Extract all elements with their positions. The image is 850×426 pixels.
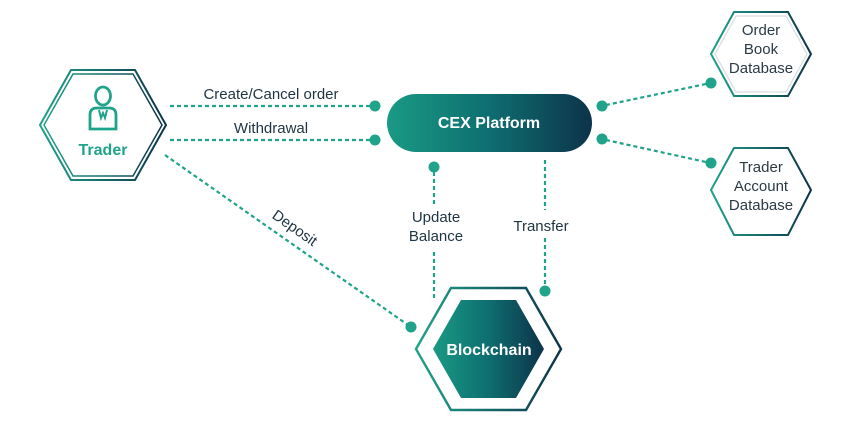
edge-withdrawal bbox=[170, 134, 381, 146]
trader-node[interactable]: Trader bbox=[38, 69, 168, 181]
withdrawal-label: Withdrawal bbox=[234, 120, 308, 137]
connector-dot bbox=[596, 100, 608, 112]
transfer-label: Transfer bbox=[513, 218, 568, 235]
cex-platform-node[interactable]: CEX Platform bbox=[387, 94, 592, 152]
connector-dot bbox=[705, 157, 717, 169]
trader-label: Trader bbox=[79, 142, 128, 159]
connector-dot bbox=[705, 77, 717, 89]
update-balance-label-line2: Balance bbox=[409, 228, 463, 245]
deposit-label: Deposit bbox=[269, 207, 321, 251]
order-book-database-node[interactable]: Order Book Database bbox=[709, 11, 813, 97]
trader-account-line2: Account bbox=[734, 178, 789, 195]
connector-dot bbox=[369, 100, 381, 112]
blockchain-label: Blockchain bbox=[446, 342, 531, 359]
order-book-line3: Database bbox=[729, 60, 793, 77]
trader-account-database-node[interactable]: Trader Account Database bbox=[709, 147, 813, 236]
edge-update-balance bbox=[428, 161, 440, 298]
order-book-line2: Book bbox=[744, 41, 779, 58]
connector-dot bbox=[596, 133, 608, 145]
person-icon bbox=[88, 85, 118, 131]
edge-trader-account bbox=[596, 133, 717, 169]
create-cancel-label: Create/Cancel order bbox=[203, 86, 338, 103]
trader-account-line3: Database bbox=[729, 197, 793, 214]
cex-platform-label: CEX Platform bbox=[438, 115, 540, 132]
edge-order-book bbox=[596, 77, 717, 112]
connector-dot bbox=[539, 285, 551, 297]
blockchain-node[interactable]: Blockchain bbox=[414, 286, 563, 412]
connector-dot bbox=[428, 161, 440, 173]
edge-transfer bbox=[539, 160, 551, 297]
update-balance-label-line1: Update bbox=[412, 209, 460, 226]
edge-deposit bbox=[164, 154, 417, 333]
connector-dot bbox=[405, 321, 417, 333]
connector-dot bbox=[369, 134, 381, 146]
order-book-line1: Order bbox=[742, 22, 780, 39]
edge-create-cancel bbox=[170, 100, 381, 112]
trader-account-line1: Trader bbox=[739, 159, 783, 176]
